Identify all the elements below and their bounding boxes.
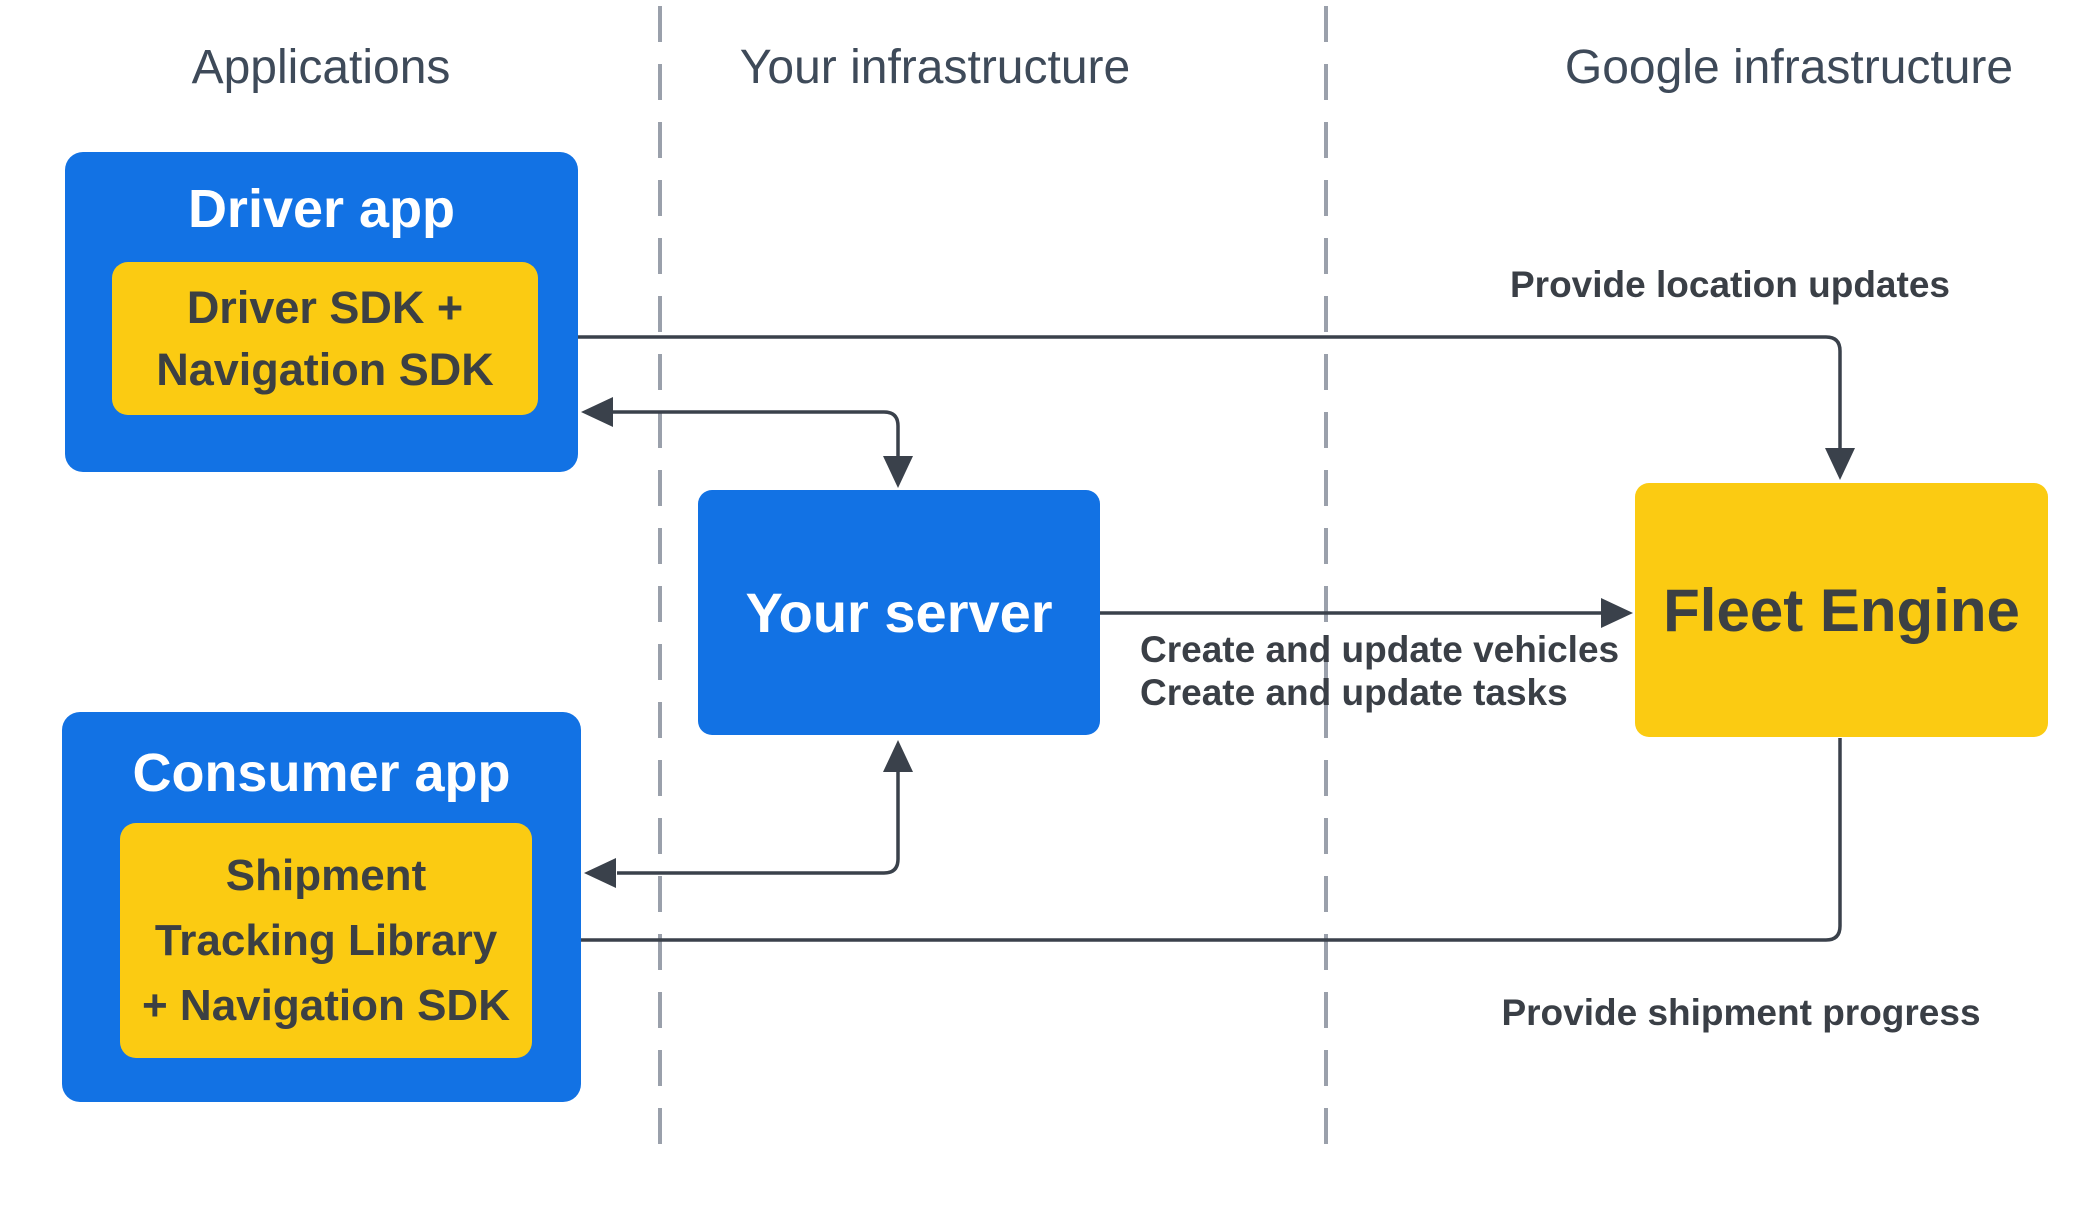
column-header-your-infrastructure: Your infrastructure — [739, 41, 1131, 94]
driver-app-node: Driver app Driver SDK + Navigation SDK — [65, 152, 578, 472]
your-server-title: Your server — [745, 581, 1053, 644]
shipment-lib-line1: Shipment — [225, 851, 427, 900]
shipment-lib-line2: Tracking Library — [154, 916, 498, 965]
arrow-provide-shipment-progress — [568, 738, 1842, 942]
arrow-provide-location-updates — [571, 335, 1842, 450]
consumer-app-title: Consumer app — [132, 743, 511, 803]
arrow-consumer-app-your-server — [617, 770, 900, 875]
driver-sdk-line2: Navigation SDK — [156, 343, 494, 395]
arrowhead-into-your-server-bottom — [883, 740, 913, 772]
edge-label-create-and-update: Create and update vehicles Create and up… — [1140, 628, 1619, 714]
column-header-google-infrastructure: Google infrastructure — [1564, 41, 2014, 94]
edge-label-create-vehicles: Create and update vehicles — [1140, 629, 1620, 670]
edge-label-provide-location-updates: Provide location updates — [1510, 264, 1950, 305]
arrowhead-into-fleet-engine-left — [1601, 598, 1633, 628]
fleet-engine-node: Fleet Engine — [1635, 483, 2048, 737]
arrowhead-into-consumer-app — [584, 858, 616, 888]
your-server-node: Your server — [698, 490, 1100, 735]
arrowhead-into-your-server-top — [883, 456, 913, 488]
edge-label-provide-shipment-progress: Provide shipment progress — [1501, 992, 1981, 1033]
shipment-tracking-library-node: Shipment Tracking Library + Navigation S… — [120, 823, 532, 1058]
arrowhead-into-driver-app — [581, 397, 613, 427]
consumer-app-node: Consumer app Shipment Tracking Library +… — [62, 712, 581, 1102]
column-header-applications: Applications — [191, 41, 451, 94]
fleet-engine-title: Fleet Engine — [1663, 576, 2020, 644]
edge-label-create-tasks: Create and update tasks — [1140, 672, 1568, 713]
shipment-lib-line3: + Navigation SDK — [142, 981, 510, 1030]
driver-sdk-line1: Driver SDK + — [186, 281, 464, 333]
arrowhead-into-fleet-engine-top — [1825, 448, 1855, 480]
driver-sdk-node: Driver SDK + Navigation SDK — [112, 262, 538, 415]
driver-app-title: Driver app — [187, 179, 456, 239]
arrow-driver-app-your-server — [611, 410, 900, 458]
